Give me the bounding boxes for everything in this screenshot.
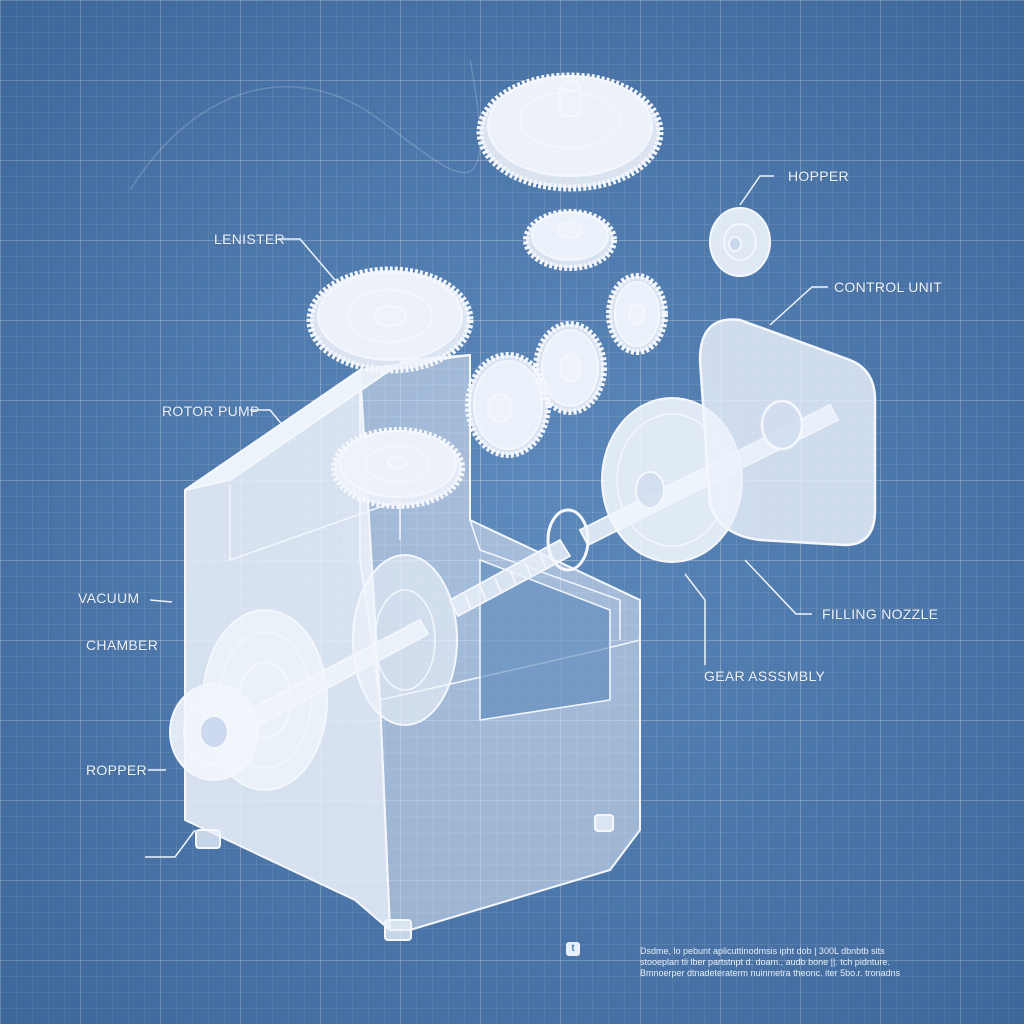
label-ropper: ROPPER <box>86 762 147 778</box>
mid-gear-2 <box>533 321 607 415</box>
footer-note-line: Bmnoerper dtnadeteraterm nuinmetra theon… <box>640 968 901 978</box>
front-pulley <box>169 683 259 781</box>
footer-badge: t <box>566 942 580 956</box>
top-gear <box>476 72 664 192</box>
label-rotor-pump: ROTOR PUMP <box>162 403 260 419</box>
control-unit-plate <box>698 318 877 547</box>
o-ring <box>546 508 590 572</box>
label-gear-assembly: GEAR ASSSMBLY <box>704 668 826 684</box>
housing-top-gear <box>331 427 465 509</box>
worm-screw <box>448 538 572 618</box>
mid-gear-1 <box>606 273 668 355</box>
footer-note-line: Dsdme, lo pebunt aplicuttinodmsis ipht d… <box>640 946 885 956</box>
label-chamber: CHAMBER <box>86 637 159 653</box>
hopper-part <box>709 207 771 277</box>
footer-notes: Dsdme, lo pebunt aplicuttinodmsis ipht d… <box>640 946 940 979</box>
lenister-gear <box>306 266 474 374</box>
background-sketch-curve <box>129 59 481 191</box>
label-vacuum: VACUUM <box>78 590 140 606</box>
label-filling-nozzle: FILLING NOZZLE <box>822 606 939 622</box>
footer-note-line: stooeplan tli lber partstnpt d. doam., a… <box>640 957 890 967</box>
leader-lines <box>145 175 828 858</box>
label-lenister: LENISTER <box>214 231 285 247</box>
label-control-unit: CONTROL UNIT <box>834 279 943 295</box>
label-hopper: HOPPER <box>788 168 849 184</box>
mid-gear-3 <box>465 352 551 458</box>
inner-drum <box>352 554 458 726</box>
small-gear-1 <box>523 209 617 271</box>
